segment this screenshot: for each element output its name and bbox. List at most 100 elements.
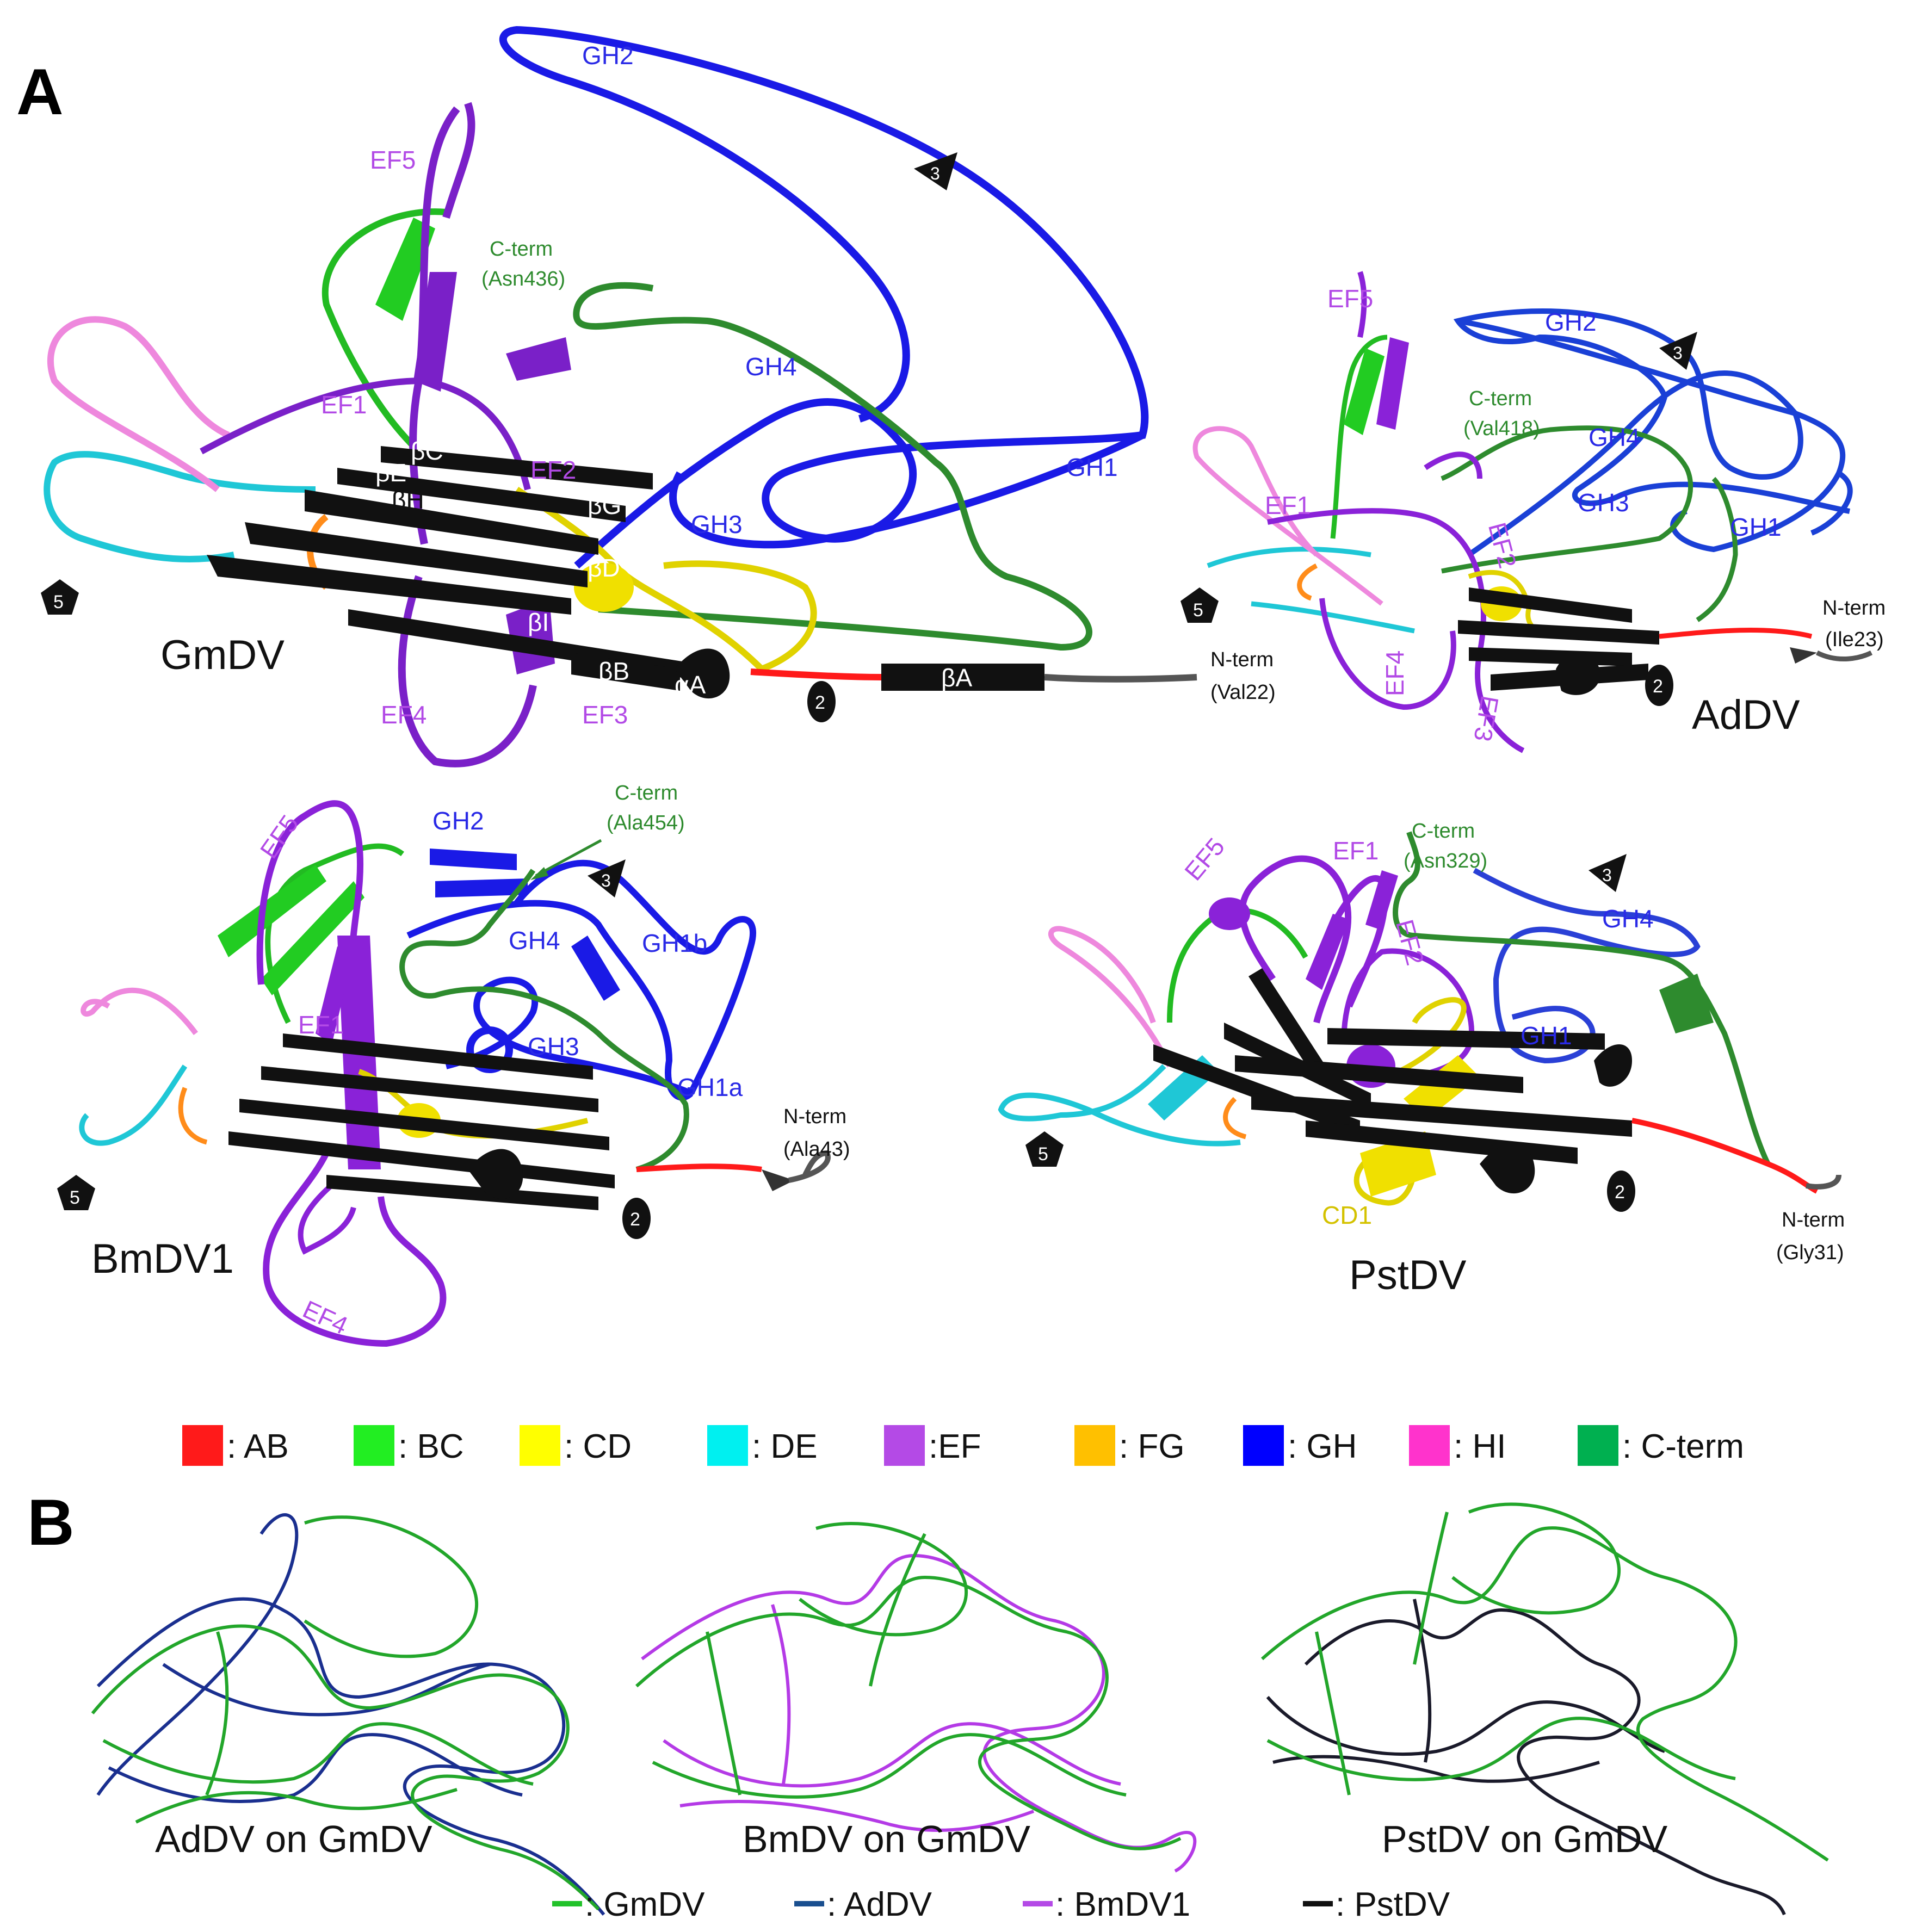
pstdv-cterm-label: C-term	[1412, 820, 1475, 843]
svg-text:3: 3	[1602, 865, 1612, 885]
addv-gh4-label: GH4	[1589, 423, 1640, 451]
bmdv1-cterm-pointer	[535, 839, 602, 877]
addv-gh2-label: GH2	[1545, 308, 1597, 336]
addv-ef4-label: EF4	[1381, 651, 1409, 696]
pstdv-name-label: PstDV	[1349, 1252, 1467, 1298]
bmdv1-nterm-label: N-term	[783, 1105, 846, 1128]
gmdv-bb-label: βB	[598, 657, 629, 685]
gmdv-be-label: βE	[375, 459, 406, 487]
addv-cterm-residue: (Val418)	[1463, 417, 1540, 440]
bmdv1-cterm-label: C-term	[615, 782, 678, 804]
panel-a-letter: A	[16, 55, 64, 128]
svg-text:2: 2	[815, 692, 825, 713]
gmdv-ef4-label: EF4	[381, 701, 427, 729]
gmdv-gh2-label: GH2	[582, 41, 634, 70]
svg-text:3: 3	[1673, 343, 1683, 363]
gmdv-nterm-label: N-term	[1210, 648, 1274, 671]
addv-ef1-label: EF1	[1265, 491, 1311, 519]
region-legend-label-2: : CD	[564, 1428, 632, 1465]
addv-two-fold-icon: 2	[1645, 665, 1673, 706]
pstdv-gh4-label: GH4	[1602, 905, 1654, 933]
pstdv-five-fold-icon: 5	[1025, 1131, 1064, 1167]
region-swatch-3	[707, 1425, 748, 1466]
region-legend-label-0: : AB	[227, 1428, 289, 1465]
pstdv-three-fold-icon: 3	[1589, 854, 1627, 892]
gmdv-bc-label: βC	[411, 437, 443, 465]
region-swatch-1	[354, 1425, 394, 1466]
bmdv1-two-fold-icon: 2	[622, 1198, 651, 1239]
region-legend: : AB : BC : CD : DE :EF : FG : GH : HI : C-term	[182, 1425, 1744, 1466]
gmdv-ef2-label: EF2	[530, 456, 576, 484]
addv-gh1-label: GH1	[1730, 513, 1782, 541]
region-legend-label-4: :EF	[929, 1428, 981, 1465]
gmdv-cterm-residue: (Asn436)	[481, 268, 565, 290]
bmdv1-gh2-label: GH2	[432, 807, 484, 835]
bmdv1-name-label: BmDV1	[91, 1236, 234, 1282]
gmdv-bd-label: βD	[588, 554, 620, 582]
bmdv1-gh1b-label: GH1b	[642, 929, 707, 957]
structure-legend-label-3: : PstDV	[1336, 1886, 1450, 1923]
region-swatch-5	[1074, 1425, 1115, 1466]
superposition-bmdv-on-gmdv	[635, 1521, 1197, 1873]
superposition-label-2: BmDV on GmDV	[743, 1818, 1030, 1860]
region-legend-label-3: : DE	[752, 1428, 818, 1465]
region-legend-label-7: : HI	[1454, 1428, 1506, 1465]
gmdv-gh3-label: GH3	[691, 510, 743, 538]
superposition-label-1: AdDV on GmDV	[155, 1818, 432, 1860]
gmdv-bh-label: βH	[392, 486, 424, 514]
addv-nterm-residue: (Ile23)	[1825, 628, 1884, 651]
pstdv-gh1-label: GH1	[1521, 1021, 1572, 1050]
pstdv-nterm-label: N-term	[1782, 1209, 1845, 1231]
gmdv-aa-label: αA	[675, 671, 706, 699]
gmdv-nterm-residue: (Val22)	[1210, 681, 1276, 704]
gmdv-cterm-label: C-term	[490, 238, 553, 261]
region-swatch-4	[884, 1425, 925, 1466]
region-legend-label-8: : C-term	[1622, 1428, 1744, 1465]
bmdv1-cterm-arrowhead	[530, 867, 548, 880]
region-legend-label-5: : FG	[1119, 1428, 1185, 1465]
bmdv1-nterm-residue: (Ala43)	[783, 1138, 850, 1161]
addv-five-fold-icon: 5	[1180, 587, 1219, 623]
gmdv-gh1-label: GH1	[1066, 453, 1118, 481]
superposition-label-3: PstDV on GmDV	[1382, 1818, 1667, 1860]
bmdv1-gh1a-label: GH1a	[677, 1073, 743, 1101]
pstdv-cd1-label: CD1	[1322, 1201, 1372, 1229]
region-swatch-6	[1243, 1425, 1284, 1466]
region-legend-label-1: : BC	[398, 1428, 464, 1465]
structure-legend-label-1: : AdDV	[827, 1886, 932, 1923]
pstdv-structure	[998, 831, 1841, 1206]
bmdv1-ef1-label: EF1	[298, 1011, 344, 1039]
bmdv1-cterm-residue: (Ala454)	[607, 812, 685, 834]
bmdv1-gh4-label: GH4	[509, 926, 560, 955]
gmdv-bi-label: βI	[528, 608, 549, 636]
svg-text:2: 2	[1615, 1182, 1625, 1203]
gmdv-five-fold-icon: 5	[41, 579, 79, 615]
svg-text:5: 5	[1038, 1144, 1048, 1165]
region-swatch-8	[1578, 1425, 1618, 1466]
bmdv1-three-fold-icon: 3	[588, 859, 626, 897]
svg-text:3: 3	[930, 164, 940, 183]
addv-ef5-label: EF5	[1327, 284, 1373, 313]
gmdv-ef1-label: EF1	[321, 391, 367, 419]
svg-text:5: 5	[53, 592, 64, 612]
addv-three-fold-icon: 3	[1659, 332, 1697, 370]
region-swatch-2	[520, 1425, 560, 1466]
gmdv-three-fold-icon: 3	[914, 152, 957, 190]
gmdv-name-label: GmDV	[160, 632, 285, 678]
gmdv-bf-label: βF	[324, 445, 354, 473]
svg-text:2: 2	[1653, 676, 1663, 697]
addv-cterm-label: C-term	[1469, 387, 1532, 410]
structure-legend-label-0: : GmDV	[585, 1886, 705, 1923]
region-legend-label-6: : GH	[1288, 1428, 1357, 1465]
superposition-pstdv-on-gmdv	[1260, 1502, 1829, 1916]
gmdv-structure	[44, 26, 1197, 767]
bmdv1-structure	[79, 800, 831, 1347]
addv-nterm-label: N-term	[1822, 597, 1886, 620]
gmdv-ef5-label: EF5	[370, 146, 416, 174]
bmdv1-gh3-label: GH3	[528, 1032, 579, 1061]
pstdv-nterm-residue: (Gly31)	[1776, 1241, 1844, 1264]
region-swatch-0	[182, 1425, 223, 1466]
addv-structure	[1192, 271, 1873, 753]
svg-text:3: 3	[601, 871, 611, 890]
